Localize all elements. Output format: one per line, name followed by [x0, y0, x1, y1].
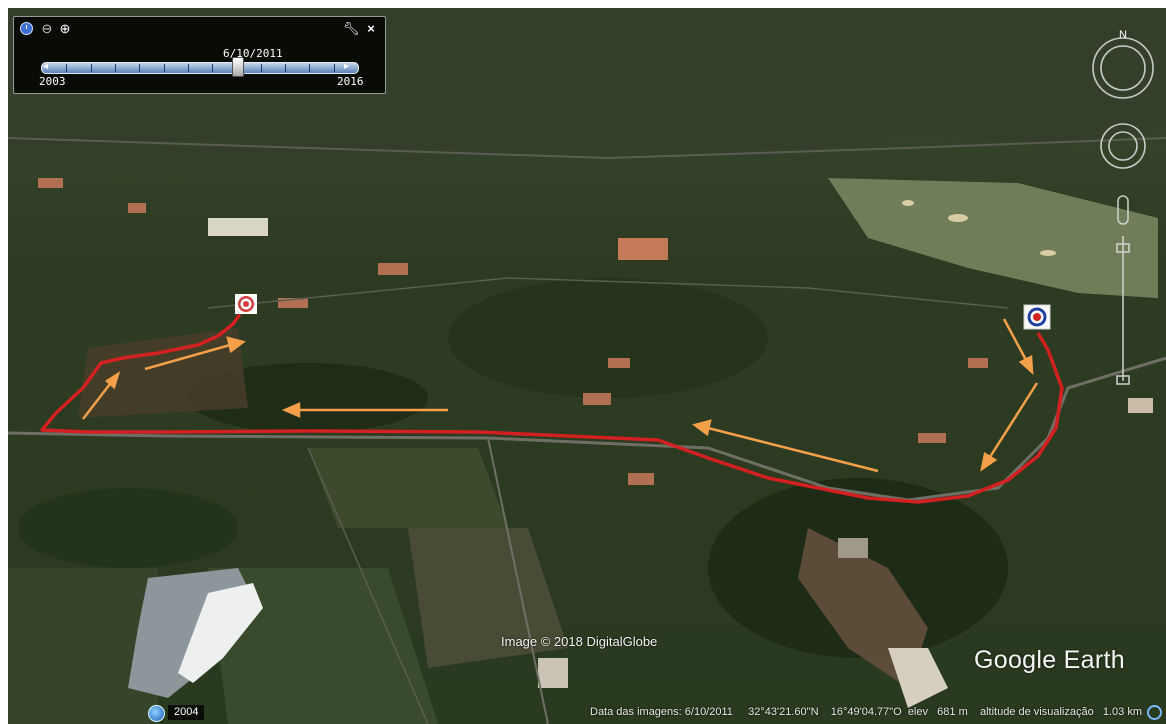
time-slider-tick: [212, 64, 213, 72]
end-marker: [235, 294, 257, 314]
start-marker: [1023, 304, 1051, 330]
earth-3d-view[interactable]: ⊖ ⊕ 🔧︎ × 6/10/2011 ◂ ▸ 2003 2016 N Image…: [8, 8, 1166, 724]
imagery-credit: Image © 2018 DigitalGlobe: [501, 634, 658, 649]
time-slider-panel: ⊖ ⊕ 🔧︎ × 6/10/2011 ◂ ▸ 2003 2016: [13, 16, 386, 94]
time-slider-tick: [66, 64, 67, 72]
navigation-controls: N: [1092, 29, 1154, 385]
time-slider-tick: [115, 64, 116, 72]
time-slider-tick: [188, 64, 189, 72]
time-slider-start-year: 2003: [39, 75, 66, 88]
time-slider-date: 6/10/2011: [223, 47, 283, 60]
step-forward-icon[interactable]: ▸: [344, 61, 350, 72]
time-slider-tick: [285, 64, 286, 72]
route-line: [40, 312, 1064, 504]
google-earth-logo: Google Earth: [974, 646, 1125, 674]
time-slider-tick: [261, 64, 262, 72]
north-icon: N: [1119, 29, 1127, 41]
streaming-indicator-icon: [1147, 705, 1162, 720]
clock-icon[interactable]: [20, 22, 33, 35]
zoom-out-icon[interactable]: ⊖: [41, 21, 53, 36]
satellite-imagery[interactable]: [8, 8, 1166, 724]
imagery-year: 2004: [168, 705, 205, 720]
time-slider-end-year: 2016: [337, 75, 364, 88]
status-bar: 2004 Data das imagens: 6/10/2011 32°43'2…: [8, 702, 1166, 724]
zoom-in-icon[interactable]: ⊕: [59, 21, 71, 36]
time-slider-tick: [139, 64, 140, 72]
status-text: Data das imagens: 6/10/2011 32°43'21.60"…: [590, 706, 1142, 718]
globe-icon: [148, 705, 165, 722]
time-slider-tick: [164, 64, 165, 72]
time-slider-tick: [309, 64, 310, 72]
close-icon[interactable]: ×: [367, 21, 375, 36]
time-slider-track[interactable]: [41, 62, 359, 74]
time-slider-tick: [91, 64, 92, 72]
time-slider-thumb[interactable]: [232, 57, 244, 77]
wrench-icon[interactable]: 🔧︎: [343, 21, 360, 36]
time-slider-tick: [334, 64, 335, 72]
step-back-icon[interactable]: ◂: [43, 61, 49, 72]
